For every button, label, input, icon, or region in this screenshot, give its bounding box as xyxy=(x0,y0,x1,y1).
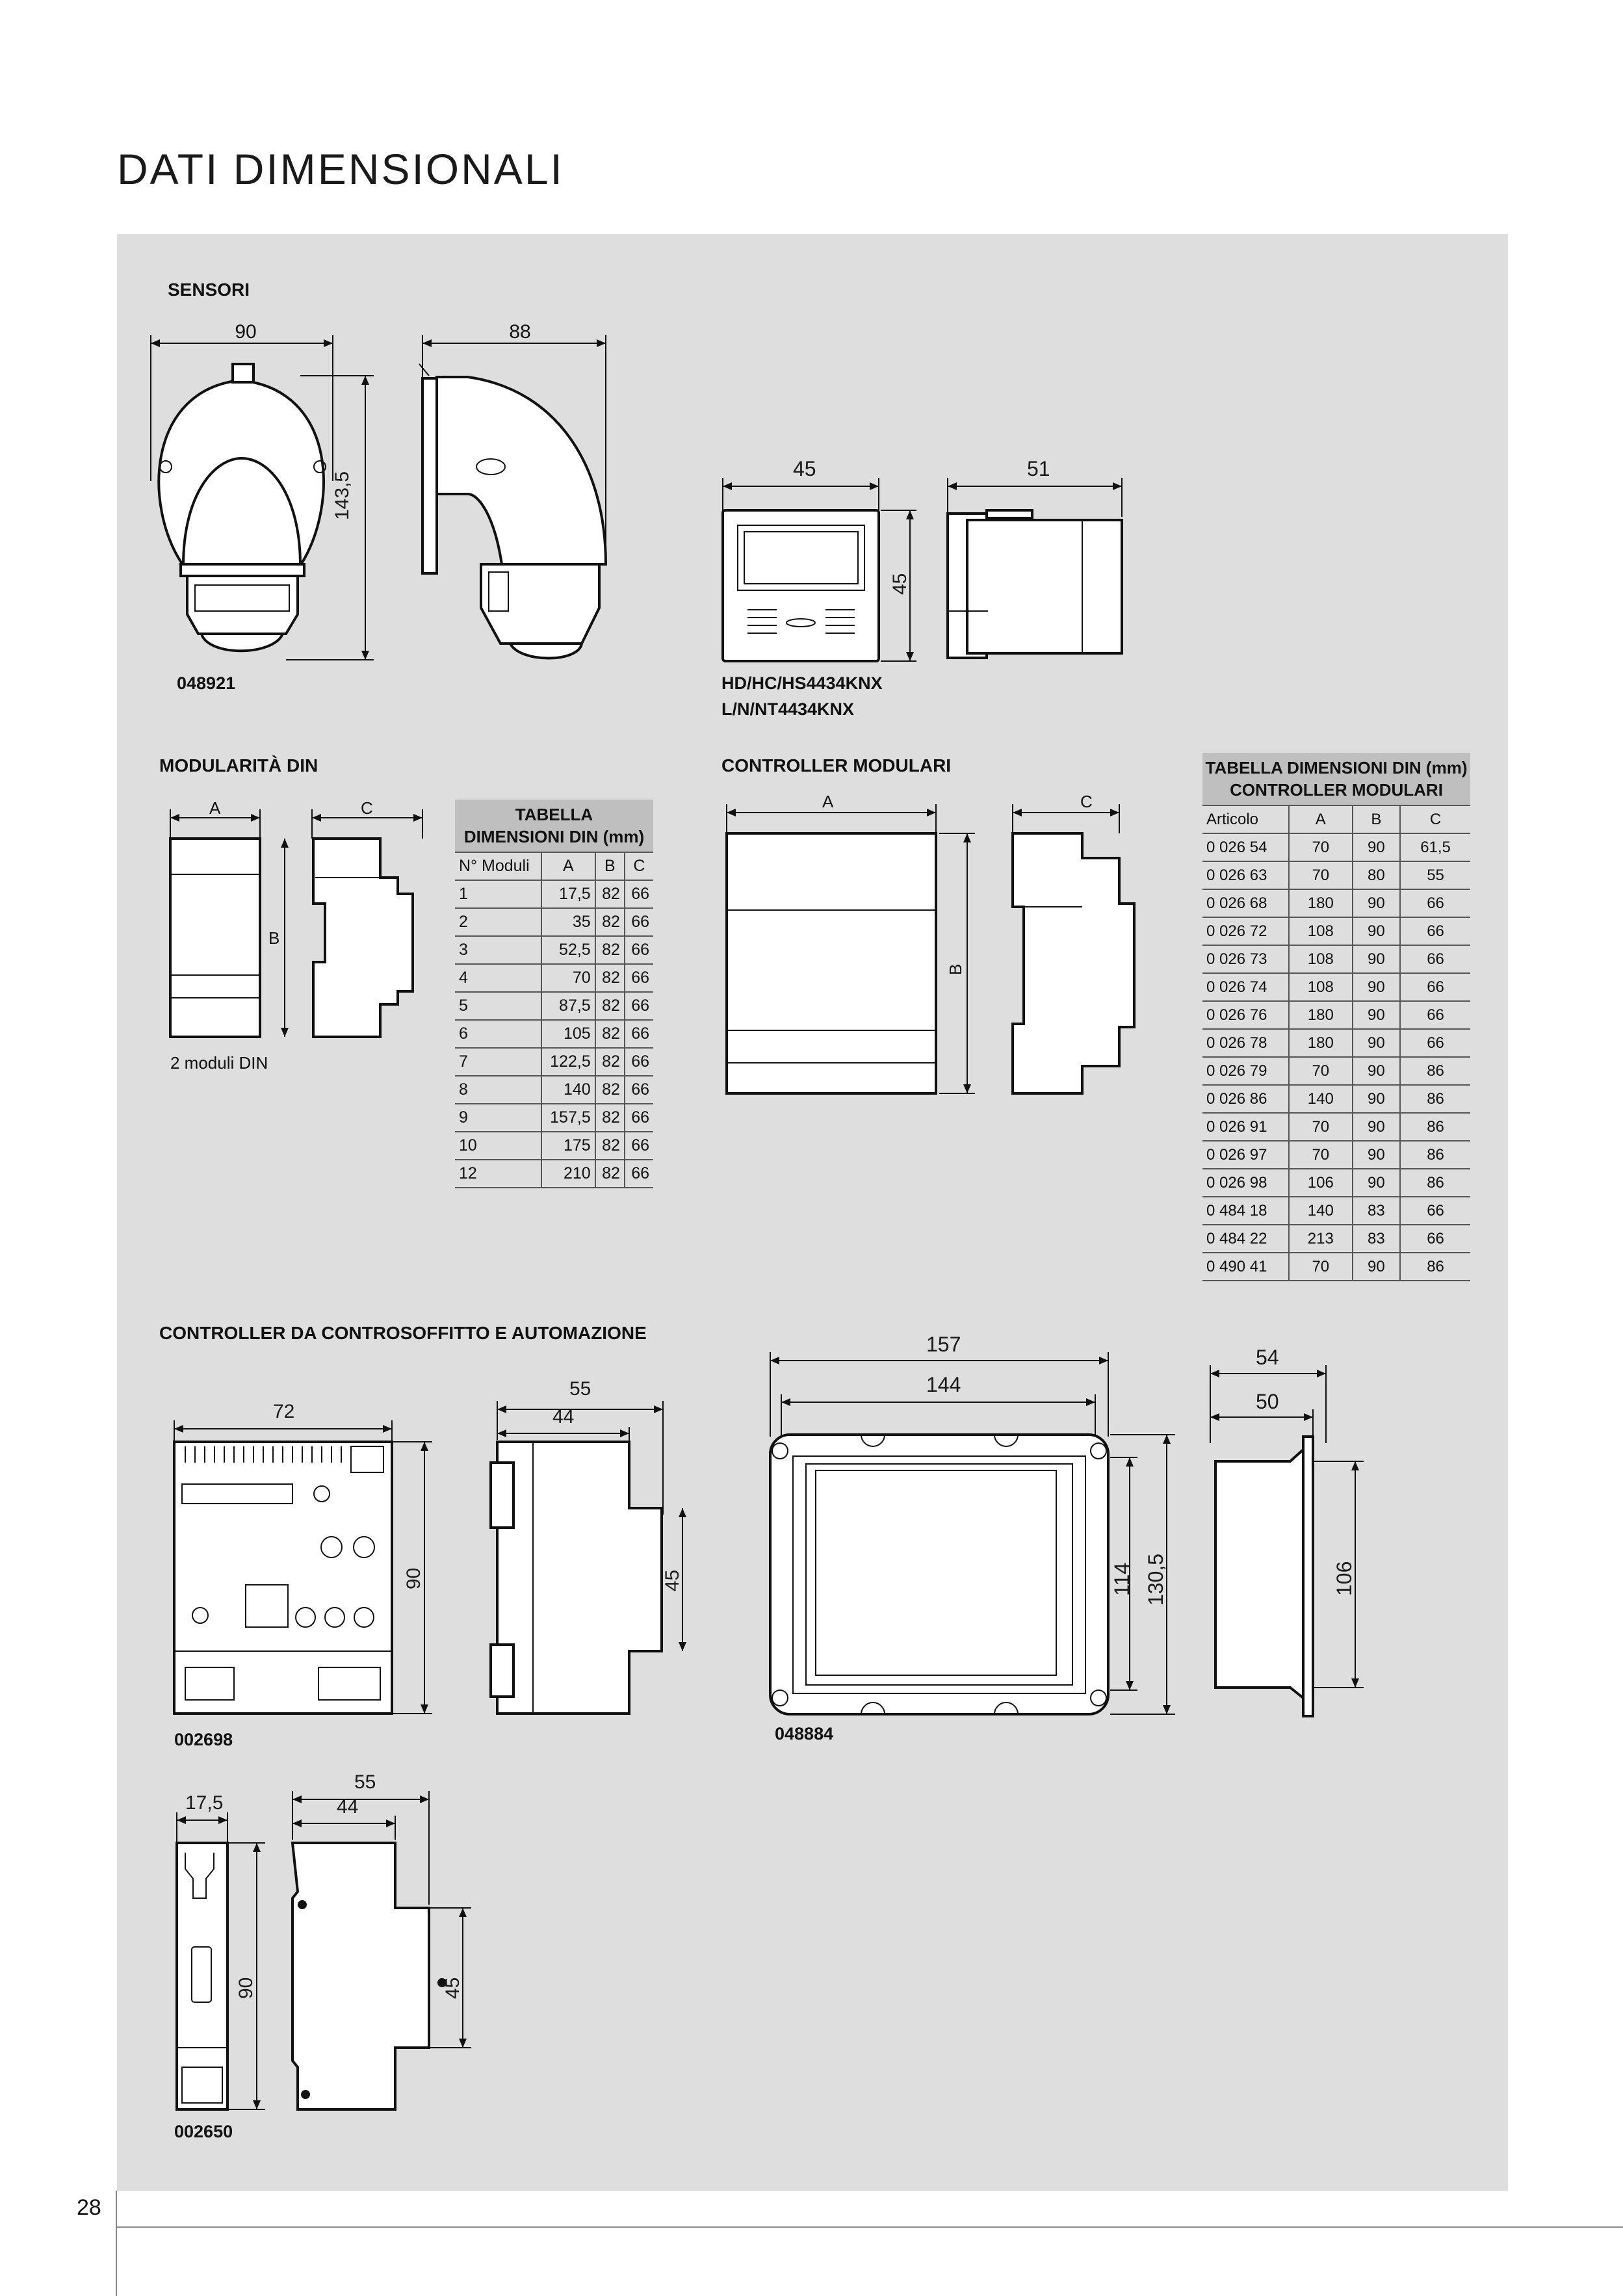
code-002698: 002698 xyxy=(174,1730,233,1749)
dim-17-5: 17,5 xyxy=(185,1792,224,1814)
dim-45-width: 45 xyxy=(793,457,816,480)
din-caption: 2 moduli DIN xyxy=(170,1053,268,1073)
dim-44-c3: 44 xyxy=(337,1796,359,1818)
controller-modular-table: TABELLA DIMENSIONI DIN (mm)CONTROLLER MO… xyxy=(1202,753,1470,1281)
dim-51-depth: 51 xyxy=(1027,457,1050,480)
dim-45-c3: 45 xyxy=(442,1977,463,1999)
code-002650: 002650 xyxy=(174,2122,233,2141)
footer-vertical-rule xyxy=(116,2191,117,2296)
dim-44-c1: 44 xyxy=(552,1406,575,1428)
page-title: DATI DIMENSIONALI xyxy=(117,145,564,193)
dim-a-label: A xyxy=(209,798,221,818)
dim-72: 72 xyxy=(273,1401,295,1422)
cm-dim-c-label: C xyxy=(1080,792,1093,811)
cm-dim-a-label: A xyxy=(822,792,834,811)
section-heading-sensori: SENSORI xyxy=(168,280,250,300)
dim-88-side: 88 xyxy=(509,321,530,343)
dim-90-front: 90 xyxy=(235,321,256,343)
dim-90-c3: 90 xyxy=(235,1977,257,1999)
dim-54: 54 xyxy=(1256,1346,1279,1369)
dim-b-label: B xyxy=(268,928,280,948)
dim-144: 144 xyxy=(926,1373,961,1396)
code-048921: 048921 xyxy=(177,673,236,693)
section-heading-controller-modulari: CONTROLLER MODULARI xyxy=(721,755,952,776)
dim-55-c1: 55 xyxy=(569,1378,591,1400)
section-heading-modularita: MODULARITÀ DIN xyxy=(159,755,318,776)
dim-157: 157 xyxy=(926,1333,961,1356)
code-l-n-nt: L/N/NT4434KNX xyxy=(721,699,855,719)
page-number: 28 xyxy=(77,2195,101,2220)
section-heading-controsoffitto: CONTROLLER DA CONTROSOFFITTO E AUTOMAZIO… xyxy=(159,1323,647,1343)
cm-table-title: TABELLA DIMENSIONI DIN (mm)CONTROLLER MO… xyxy=(1202,753,1470,806)
table-header-row: Articolo A B C xyxy=(1202,805,1470,834)
footer-horizontal-rule xyxy=(117,2226,1623,2228)
dim-c-label: C xyxy=(361,798,373,818)
dim-50: 50 xyxy=(1256,1390,1279,1413)
code-048884: 048884 xyxy=(775,1724,834,1743)
code-hd-hc-hs: HD/HC/HS4434KNX xyxy=(721,673,883,693)
table-header-row: N° Moduli A B C xyxy=(455,852,653,881)
dim-55-c3: 55 xyxy=(354,1771,376,1793)
